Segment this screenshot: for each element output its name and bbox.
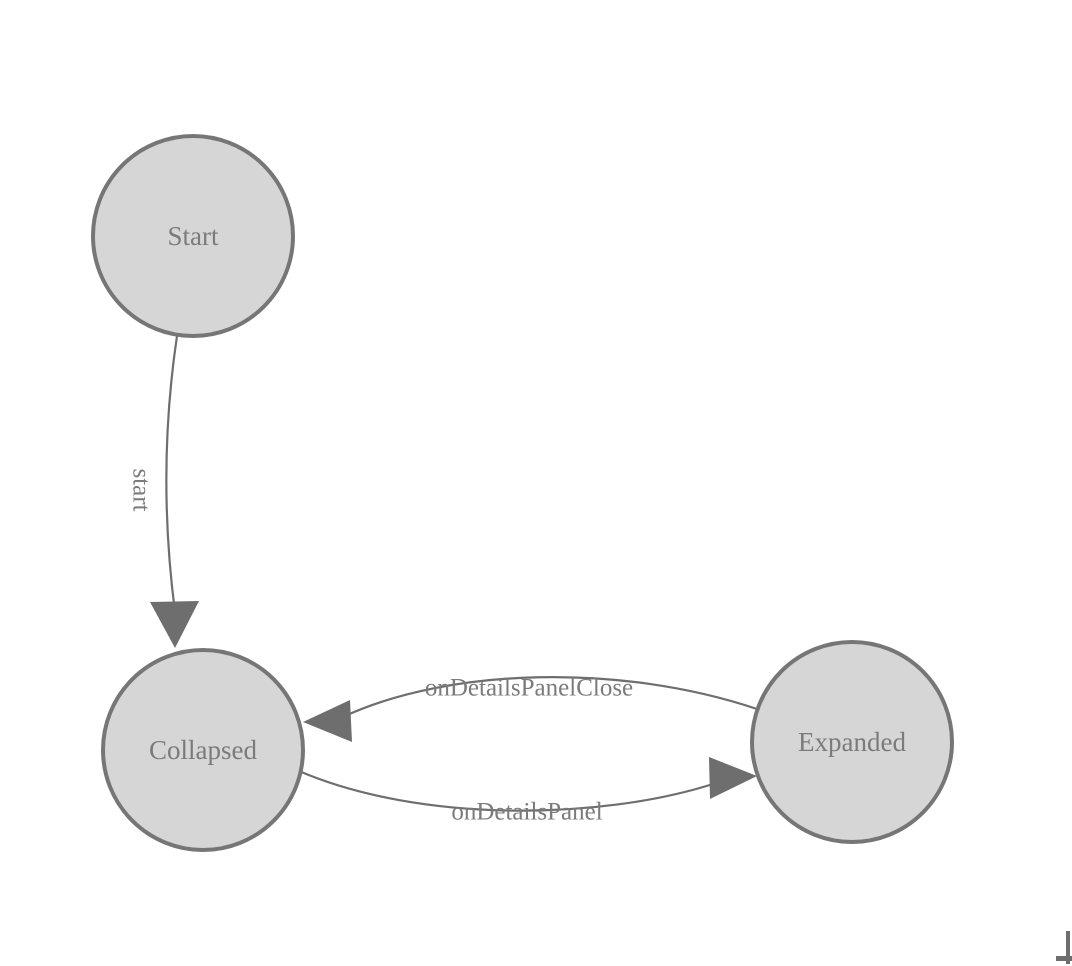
edge-expanded-to-collapsed[interactable]: onDetailsPanelClose [303, 675, 759, 743]
node-label-expanded: Expanded [798, 727, 906, 757]
node-circle-expanded [750, 640, 954, 844]
node-start[interactable]: Start [91, 134, 295, 338]
edge-label-on-details-panel-close: onDetailsPanelClose [425, 675, 633, 702]
node-expanded[interactable]: Expanded [750, 640, 954, 844]
node-circle-collapsed [101, 648, 305, 852]
arrowhead-start-to-collapsed [150, 601, 199, 648]
node-label-collapsed: Collapsed [149, 735, 257, 765]
edge-label-on-details-panel: onDetailsPanel [451, 799, 602, 826]
arrowhead-expanded-to-collapsed [303, 700, 352, 742]
edge-path-collapsed-to-expanded [297, 769, 715, 812]
node-label-start: Start [168, 221, 219, 251]
edge-label-start: start [128, 468, 155, 511]
corner-mark-vertical [1066, 931, 1070, 964]
edge-collapsed-to-expanded[interactable]: onDetailsPanel [297, 757, 757, 826]
corner-mark [1056, 931, 1072, 964]
arrowhead-collapsed-to-expanded [709, 757, 757, 799]
edge-path-start-to-collapsed [165, 334, 179, 614]
node-circle-start [91, 134, 295, 338]
corner-mark-horizontal [1056, 956, 1072, 961]
edge-start-to-collapsed[interactable]: start [128, 334, 200, 648]
node-collapsed[interactable]: Collapsed [101, 648, 305, 852]
edges-layer: start onDetailsPanelClose onDetailsPanel [128, 334, 759, 826]
nodes-layer: Start Collapsed Expanded [91, 134, 954, 852]
edge-path-expanded-to-collapsed [343, 676, 759, 718]
